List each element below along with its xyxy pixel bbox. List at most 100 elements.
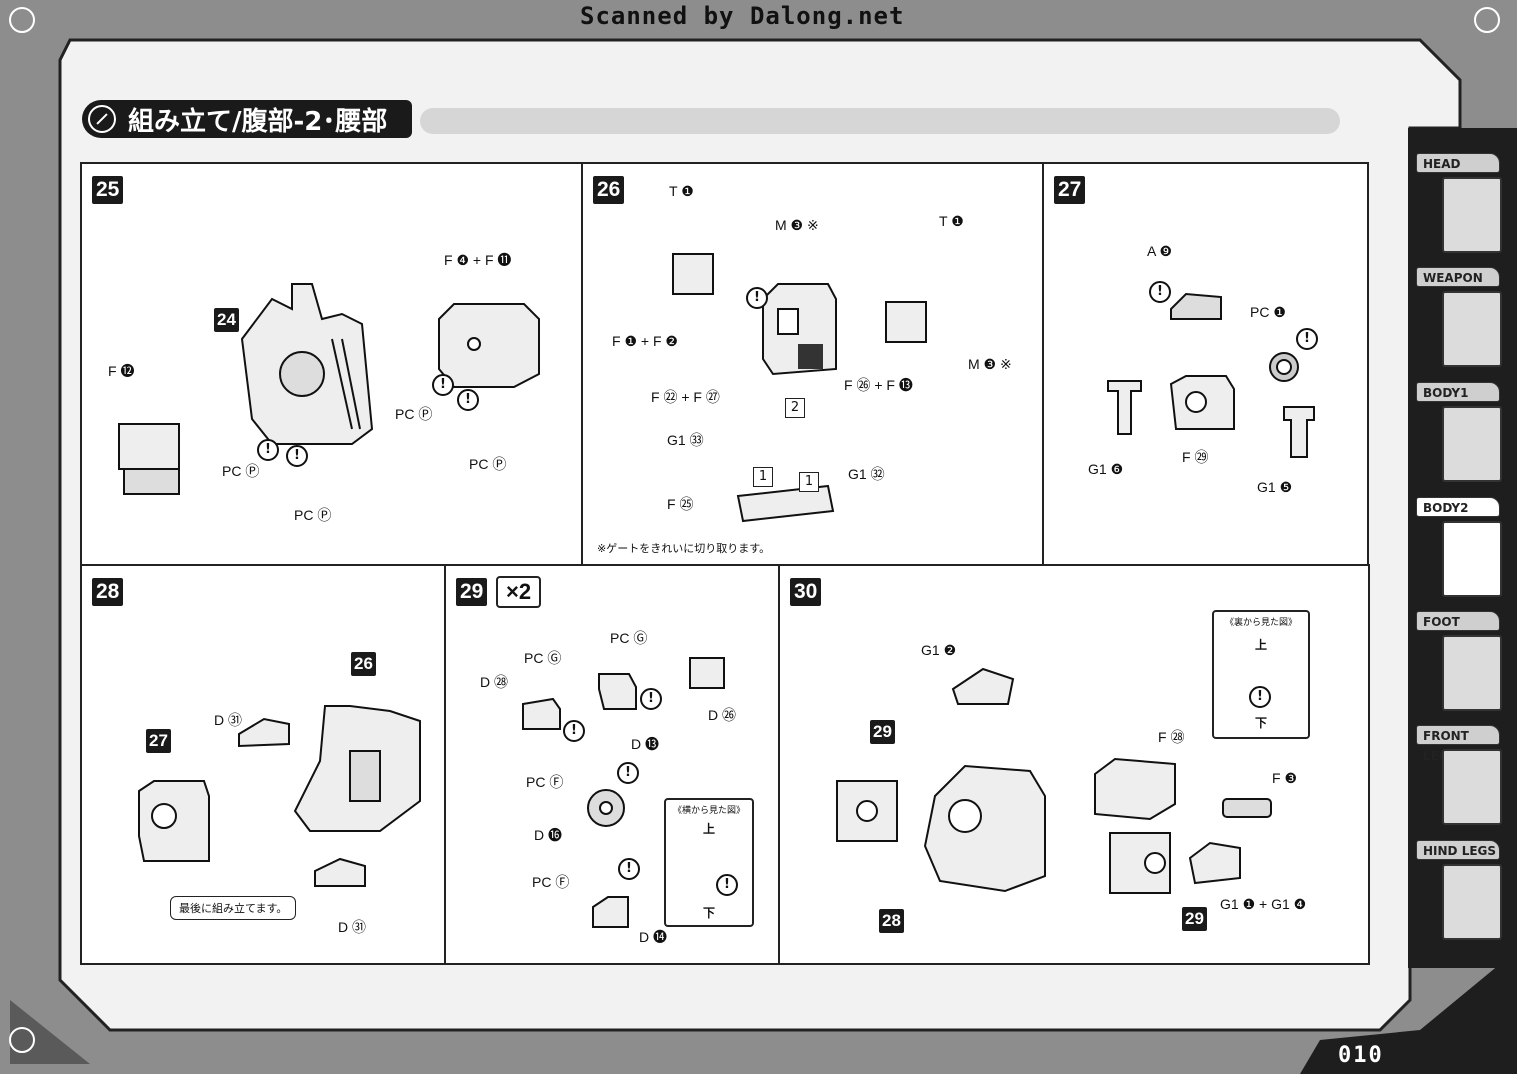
label-t1-a: T ❶ — [669, 183, 694, 199]
label-d26: D ㉖ — [708, 707, 736, 723]
head-icon — [1442, 177, 1502, 253]
quantity-multiplier: ×2 — [496, 576, 542, 608]
inset-top-label: 上 — [702, 822, 715, 836]
label-pc-f-b: PC Ⓕ — [532, 874, 570, 890]
part-drawing-cap — [1166, 289, 1226, 329]
nav-tab-label: HEAD — [1416, 153, 1500, 173]
warning-icon: ! — [618, 858, 640, 880]
nav-tab-front-legs[interactable]: FRONT LEGS — [1414, 725, 1504, 833]
side-view-inset: 《横から見た図》 上 下 ! — [664, 798, 754, 927]
part-drawing-assy-26 — [290, 701, 425, 841]
nav-tab-label: BODY1 — [1416, 382, 1500, 402]
part-drawing-base — [733, 466, 838, 526]
warning-icon: ! — [746, 287, 768, 309]
label-g1-6: G1 ❻ — [1088, 461, 1124, 477]
label-pc1: PC ❶ — [1250, 304, 1286, 320]
part-drawing-assy-27 — [134, 776, 214, 866]
ref-step-24: 24 — [214, 308, 239, 332]
step-number: 28 — [92, 578, 124, 606]
step-panel-28: 28 26 27 D ㉛ D ㉛ 最後に組み立てます。 — [80, 564, 446, 965]
warning-icon: ! — [716, 874, 738, 896]
label-d14: D ⓮ — [639, 929, 667, 945]
wrench-icon — [88, 105, 116, 133]
step-panel-25: 25 24 F ❹ + F ⓫ F ⓬ PC Ⓟ PC Ⓟ PC Ⓟ PC Ⓟ … — [80, 162, 583, 566]
gate-note: ※ゲートをきれいに切り取ります。 — [597, 542, 771, 555]
title-ghost-bar — [420, 108, 1340, 134]
nav-tab-body2[interactable]: BODY2 — [1414, 497, 1504, 605]
part-drawing-leg-right — [1279, 402, 1319, 462]
part-drawing-leg-left — [1106, 376, 1146, 436]
warning-icon: ! — [1296, 328, 1318, 350]
label-f26-f13: F ㉖ + F ⓭ — [844, 377, 913, 393]
step-number: 27 — [1054, 176, 1086, 204]
warning-icon: ! — [286, 445, 308, 467]
part-drawing-hip-box — [758, 279, 838, 379]
nav-tab-body1[interactable]: BODY1 — [1414, 382, 1504, 490]
nav-tab-label: FOOT — [1416, 611, 1500, 631]
label-pc-p-c: PC Ⓟ — [222, 463, 260, 479]
label-d16: D ⓰ — [534, 827, 562, 843]
part-drawing-f28 — [1090, 754, 1180, 824]
part-drawing-g1-cap — [1185, 838, 1245, 888]
section-title-bar: 組み立て/腹部-2･腰部 — [82, 100, 412, 138]
label-d31-b: D ㉛ — [338, 919, 366, 935]
label-g1-2: G1 ❷ — [921, 642, 957, 658]
part-drawing-assy-29-right — [1105, 828, 1175, 898]
step-number: 25 — [92, 176, 124, 204]
part-drawing-side — [114, 419, 194, 499]
label-f4-f11: F ❹ + F ⓫ — [444, 252, 512, 268]
part-drawing-pc — [1266, 349, 1302, 385]
label-pc-g-a: PC Ⓖ — [524, 650, 562, 666]
part-drawing-center-assy — [920, 756, 1050, 896]
sub-step-1b: 1 — [799, 472, 819, 492]
label-pc-f-a: PC Ⓕ — [526, 774, 564, 790]
label-g1-5: G1 ❺ — [1257, 479, 1293, 495]
step-panel-27: 27 A ❾ PC ❶ G1 ❻ F ㉙ G1 ❺ ! ! — [1042, 162, 1369, 566]
label-t1-b: T ❶ — [939, 213, 964, 229]
label-f3: F ❸ — [1272, 770, 1297, 786]
label-f25: F ㉕ — [667, 496, 694, 512]
nav-tab-foot[interactable]: FOOT — [1414, 611, 1504, 719]
label-pc-p-b: PC Ⓟ — [469, 456, 507, 472]
nav-tab-head[interactable]: HEAD — [1414, 153, 1504, 261]
nav-tab-label: BODY2 — [1416, 497, 1500, 517]
back-view-inset: 《裏から見た図》 上 下 ! — [1212, 610, 1310, 739]
part-drawing-d31-bottom — [310, 856, 370, 891]
part-drawing-d13 — [594, 669, 639, 714]
inset-bottom-label: 下 — [702, 906, 715, 920]
part-drawing-d14 — [588, 892, 633, 932]
label-f1-f2: F ❶ + F ❷ — [612, 333, 678, 349]
nav-tab-weapon[interactable]: WEAPON — [1414, 267, 1504, 375]
label-pc-p-d: PC Ⓟ — [294, 507, 332, 523]
step-number: 29 — [456, 578, 488, 606]
label-g1-32: G1 ㉜ — [848, 466, 885, 482]
sub-step-1a: 1 — [753, 467, 773, 487]
label-m3-a: M ❸ ※ — [775, 217, 819, 233]
label-f22-f27: F ㉒ + F ㉗ — [651, 389, 720, 405]
hind-legs-icon — [1442, 864, 1502, 940]
warning-icon: ! — [257, 439, 279, 461]
step-panel-30: 30 29 28 29 G1 ❷ F ㉘ F ❸ G1 ❶ + G1 ❹ 《裏か… — [778, 564, 1370, 965]
part-drawing-torso — [232, 279, 382, 449]
warning-icon: ! — [1149, 281, 1171, 303]
part-drawing-d16 — [584, 786, 629, 831]
watermark-text: Scanned by Dalong.net — [580, 2, 905, 30]
ref-step-28: 28 — [879, 909, 904, 933]
front-legs-icon — [1442, 749, 1502, 825]
page-title: 組み立て/腹部-2･腰部 — [128, 106, 388, 137]
inset-title: 《裏から見た図》 — [1224, 618, 1297, 628]
step-panel-26: 26 T ❶ M ❸ ※ T ❶ F ❶ + F ❷ M ❸ ※ F ㉒ + F… — [581, 162, 1044, 566]
ref-step-29-a: 29 — [870, 720, 895, 744]
label-a9: A ❾ — [1147, 243, 1173, 259]
weapon-icon — [1442, 291, 1502, 367]
label-f28: F ㉘ — [1158, 729, 1185, 745]
sub-step-2: 2 — [785, 398, 805, 418]
warning-icon: ! — [563, 720, 585, 742]
step-number: 26 — [593, 176, 625, 204]
ref-step-29-b: 29 — [1182, 907, 1207, 931]
nav-tab-hind-legs[interactable]: HIND LEGS — [1414, 840, 1504, 948]
part-drawing-d31-top — [234, 714, 294, 749]
page-number: 010 — [1338, 1043, 1384, 1068]
warning-icon: ! — [432, 374, 454, 396]
part-drawing-front — [434, 299, 544, 389]
